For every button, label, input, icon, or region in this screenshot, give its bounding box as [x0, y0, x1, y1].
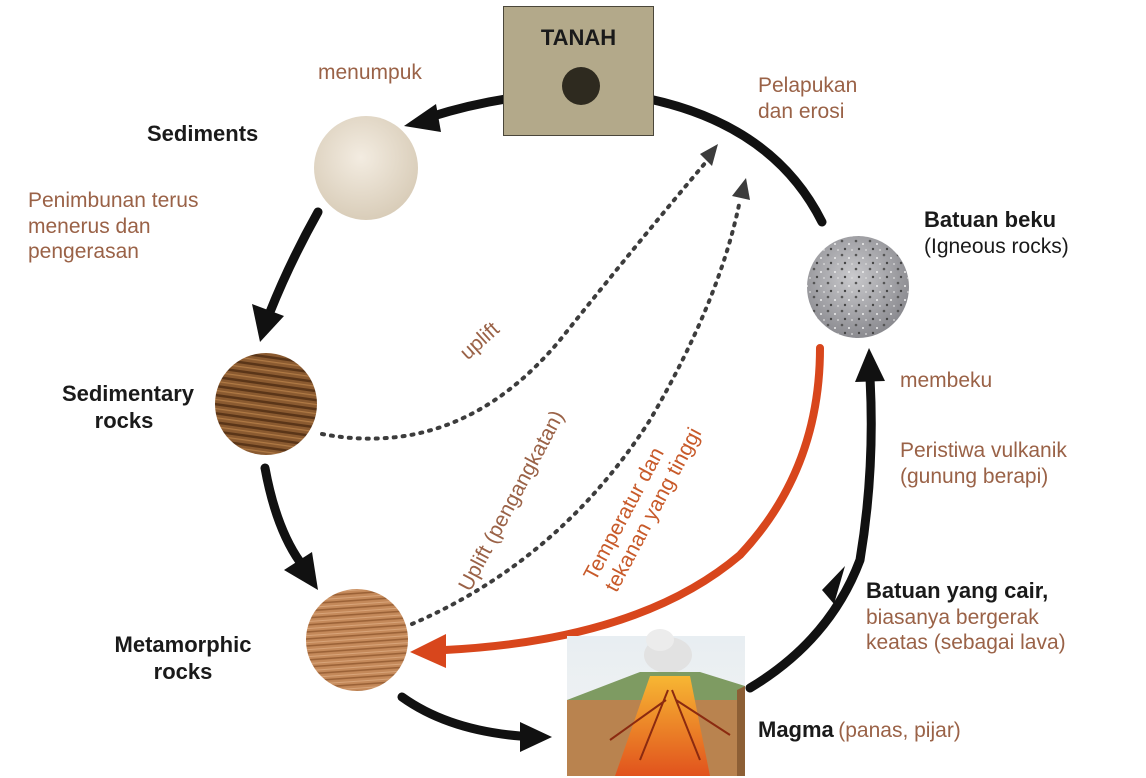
igneous-line2: (Igneous rocks)	[924, 234, 1069, 260]
arrow-sedimentary-to-metamorphic	[265, 468, 318, 590]
igneous-label: Batuan beku (Igneous rocks)	[924, 207, 1069, 259]
metamorphic-line2: rocks	[88, 659, 278, 686]
membeku-label: membeku	[900, 368, 992, 394]
batuan-cair-line2: biasanya bergerak	[866, 605, 1066, 631]
pelapukan-label: Pelapukan dan erosi	[758, 73, 857, 124]
penimbunan-label: Penimbunan terus menerus dan pengerasan	[28, 188, 198, 265]
pelapukan-line1: Pelapukan	[758, 73, 857, 99]
sedimentary-label: Sedimentary rocks	[14, 381, 194, 435]
penimbunan-line2: menerus dan	[28, 214, 198, 240]
tanah-label: TANAH	[504, 25, 653, 51]
vulkanik-line1: Peristiwa vulkanik	[900, 438, 1067, 464]
sedimentary-line1: Sedimentary	[14, 381, 194, 408]
magma-label: Magma (panas, pijar)	[758, 717, 961, 744]
batuan-cair-line3: keatas (sebagai lava)	[866, 630, 1066, 656]
metamorphic-label: Metamorphic rocks	[88, 632, 278, 686]
vulkanik-label: Peristiwa vulkanik (gunung berapi)	[900, 438, 1067, 489]
sediments-label: Sediments	[147, 121, 258, 148]
tanah-dot-icon	[562, 67, 600, 105]
arrow-uplift-pengangkatan-dotted	[412, 178, 750, 624]
arrow-sediments-to-sedimentary	[252, 212, 318, 342]
magma-title: Magma	[758, 717, 834, 742]
volcano-illustration	[567, 629, 745, 776]
batuan-cair-title: Batuan yang cair,	[866, 578, 1066, 605]
arrow-metamorphic-to-magma	[402, 697, 552, 752]
penimbunan-line3: pengerasan	[28, 239, 198, 265]
metamorphic-line1: Metamorphic	[88, 632, 278, 659]
penimbunan-line1: Penimbunan terus	[28, 188, 198, 214]
tanah-box: TANAH	[503, 6, 654, 136]
vulkanik-line2: (gunung berapi)	[900, 464, 1067, 490]
igneous-rock-circle	[807, 236, 909, 338]
sediment-circle	[314, 116, 418, 220]
igneous-line1: Batuan beku	[924, 207, 1069, 234]
magma-detail: (panas, pijar)	[838, 719, 961, 742]
menumpuk-label: menumpuk	[318, 60, 422, 86]
sedimentary-line2: rocks	[14, 408, 194, 435]
pelapukan-line2: dan erosi	[758, 99, 857, 125]
batuan-cair-label: Batuan yang cair, biasanya bergerak keat…	[866, 578, 1066, 656]
metamorphic-rock-circle	[306, 589, 408, 691]
sedimentary-rock-circle	[215, 353, 317, 455]
